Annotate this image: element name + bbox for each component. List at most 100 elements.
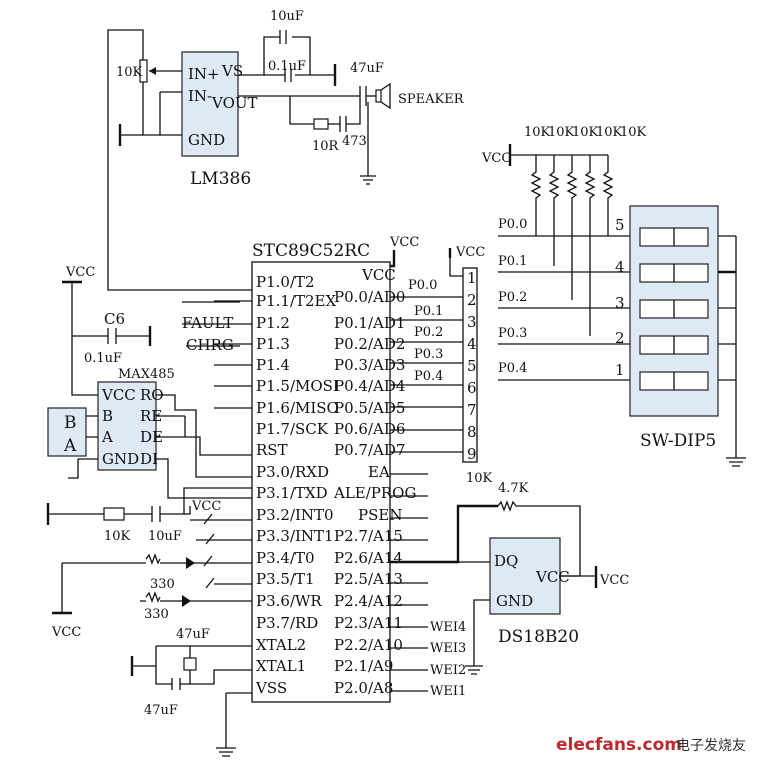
p0-net-4: P0.4	[414, 369, 443, 384]
pin-rst: RST	[256, 441, 288, 459]
left-pin-stubs	[214, 300, 252, 409]
ds-ground	[465, 599, 490, 675]
cap-473-symbol	[339, 116, 347, 132]
crystal-section: 47uF 47uF	[130, 627, 252, 718]
cap-10uf-symbol	[279, 30, 287, 44]
max485-vcc-wire	[71, 282, 98, 396]
pin-p22: P2.2/A10	[334, 636, 403, 654]
ro-rxd-wire	[156, 394, 252, 478]
pin-p27: P2.7/A15	[334, 527, 403, 545]
lm386-chip	[181, 51, 239, 157]
pin-p16: P1.6/MISO	[256, 399, 339, 417]
dip-net-1: P0.1	[498, 254, 527, 269]
pin-p10: P1.0/T2	[256, 273, 315, 291]
pin-ea: EA	[368, 463, 390, 481]
pin-p01: P0.1/AD1	[334, 314, 405, 332]
p0-net-0: P0.0	[408, 278, 437, 293]
pin-xtal1: XTAL1	[256, 657, 306, 675]
audio-in-wire	[107, 29, 256, 291]
pullup-1: 10K	[548, 125, 575, 140]
dip-net-2: P0.2	[498, 290, 527, 305]
speaker-label: SPEAKER	[398, 92, 465, 107]
led1-diode	[186, 557, 195, 569]
net-wei3: WEI3	[430, 641, 466, 656]
led2-resistor	[145, 591, 161, 603]
ds18b20-section: 4.7K DQ GND VCC VCC DS18B20	[390, 481, 629, 675]
pot-value: 10K	[116, 65, 143, 80]
p0-net-2: P0.2	[414, 325, 443, 340]
pin-p00: P0.0/AD0	[334, 288, 405, 306]
rs485-connector	[47, 407, 87, 457]
xtal-cap1-label: 47uF	[176, 627, 210, 642]
pack-body	[462, 267, 478, 463]
mcu-section: STC89C52RC VCC VCC P1.0/T2 P1.1/T2EX P1.…	[182, 235, 466, 757]
crystal	[183, 657, 197, 671]
pin-psen: PSEN	[358, 506, 402, 524]
max485-pin-a: A	[101, 428, 113, 446]
di-txd-wire	[156, 458, 252, 499]
net-wei2: WEI2	[430, 663, 466, 678]
pin-p13: P1.3	[256, 335, 290, 353]
dip-net-3: P0.3	[498, 326, 527, 341]
pin-p31: P3.1/TXD	[256, 484, 328, 502]
c6-label: C6	[104, 310, 125, 328]
mcu-vcc-label: VCC	[389, 235, 419, 250]
ds-vcc-label: VCC	[599, 573, 629, 588]
pullup-res-0	[530, 155, 542, 236]
pin-p02: P0.2/AD2	[334, 335, 405, 353]
dip-num-3: 3	[615, 294, 625, 312]
net-chrg: CHRG	[186, 336, 234, 354]
pin-ale: ALE/PROG	[333, 484, 416, 502]
max485-pin-gnd: GND	[102, 450, 139, 468]
p2-wei-wires	[390, 626, 428, 692]
pack-pin-9: 9	[467, 445, 477, 463]
mcu-right-pins: P0.0/AD0 P0.1/AD1 P0.2/AD2 P0.3/AD3 P0.4…	[333, 288, 416, 697]
ds18b20-pin-dq: DQ	[494, 552, 518, 570]
pin-p33: P3.3/INT1	[256, 527, 334, 545]
led-section: 330 VCC 330	[51, 513, 252, 640]
pin-p37: P3.7/RD	[256, 614, 318, 632]
cap-47uf-label: 47uF	[350, 61, 384, 76]
dip-num-4: 4	[615, 258, 625, 276]
lm386-pin-vs: VS	[221, 62, 243, 80]
pin-p17: P1.7/SCK	[256, 420, 329, 438]
max485-pin-re: RE	[140, 407, 162, 425]
max485-chip	[97, 381, 157, 471]
led2-diode	[182, 595, 191, 607]
dip-net-0: P0.0	[498, 217, 527, 232]
pack-vcc-label: VCC	[455, 245, 485, 260]
max485-label: MAX485	[118, 367, 175, 382]
cap-10uf-label: 10uF	[270, 9, 304, 24]
led-arrows	[203, 513, 215, 589]
pullup-3: 10K	[596, 125, 623, 140]
lm386-pin-inn: IN-	[188, 87, 212, 105]
lm386-pin-vout: VOUT	[211, 94, 258, 112]
pack-pin-5: 5	[467, 357, 477, 375]
net-fault: FAULT	[182, 314, 233, 332]
dip-num-1: 1	[615, 361, 625, 379]
c6-symbol	[107, 328, 117, 344]
vss-ground	[216, 692, 252, 757]
net-wei4: WEI4	[430, 620, 466, 635]
pullup-res-4	[602, 155, 614, 236]
pin-p34: P3.4/T0	[256, 549, 315, 567]
rc-network-wires	[289, 96, 361, 125]
dip-net-4: P0.4	[498, 361, 527, 376]
pin-p30: P3.0/RXD	[256, 463, 329, 481]
pin-p21: P2.1/A9	[334, 657, 393, 675]
lm386-pin-inp: IN+	[188, 65, 220, 83]
speaker-symbol	[375, 89, 382, 103]
dip-vcc-label: VCC	[481, 151, 511, 166]
pin-p11: P1.1/T2EX	[256, 292, 336, 310]
cap-01uf-symbol	[284, 68, 292, 82]
mcu-chip	[251, 261, 391, 703]
pullup-res-2	[566, 155, 578, 300]
max485-pin-ro: RO	[140, 386, 164, 404]
pin-p04: P0.4/AD4	[334, 377, 405, 395]
pin-p25: P2.5/A13	[334, 570, 403, 588]
mcu-vcc-pin: VCC	[361, 266, 396, 284]
dip-label: SW-DIP5	[640, 431, 716, 451]
cap-473-label: 473	[342, 134, 367, 149]
ds18b20-pin-gnd: GND	[496, 592, 533, 610]
